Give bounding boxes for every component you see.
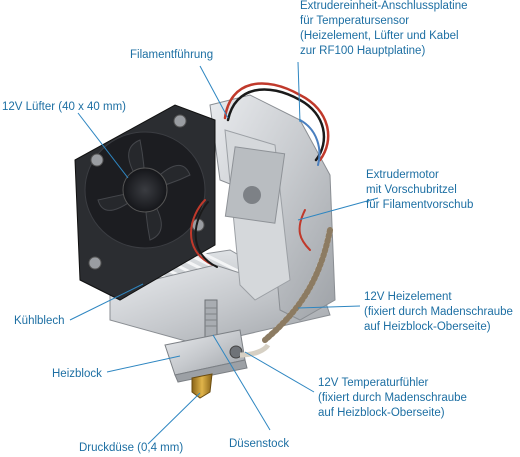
label-board: Extrudereinheit-Anschlussplatine für Tem… <box>300 0 468 57</box>
label-nozzle: Druckdüse (0,4 mm) <box>79 442 184 454</box>
label-heatblock: Heizblock <box>52 368 102 380</box>
label-heater: 12V Heizelement (fixiert durch Madenschr… <box>364 291 513 333</box>
label-fan: 12V Lüfter (40 x 40 mm) <box>2 101 126 113</box>
hotend <box>164 299 271 399</box>
leader-heatblock <box>106 355 181 373</box>
leader-lines <box>69 61 379 445</box>
leader-fan <box>77 112 129 179</box>
leader-board <box>297 61 301 123</box>
leader-heater <box>297 305 361 309</box>
label-heatsink: Kühlblech <box>14 315 65 327</box>
label-filament: Filamentführung <box>130 49 214 61</box>
wires <box>190 82 333 343</box>
leader-heatsink <box>69 283 144 321</box>
label-sensor: 12V Temperaturfühler (fixiert durch Made… <box>318 377 467 419</box>
label-motor: Extrudermotor mit Vorschubritzel für Fil… <box>366 169 474 211</box>
leader-nozzle <box>147 392 201 445</box>
leader-nozzle-stock <box>212 334 271 431</box>
extruder-body <box>109 94 336 346</box>
leader-filament <box>199 65 229 119</box>
leader-sensor <box>244 351 315 393</box>
label-nozzle-stock: Düsenstock <box>229 438 290 450</box>
leader-motor <box>297 197 379 221</box>
